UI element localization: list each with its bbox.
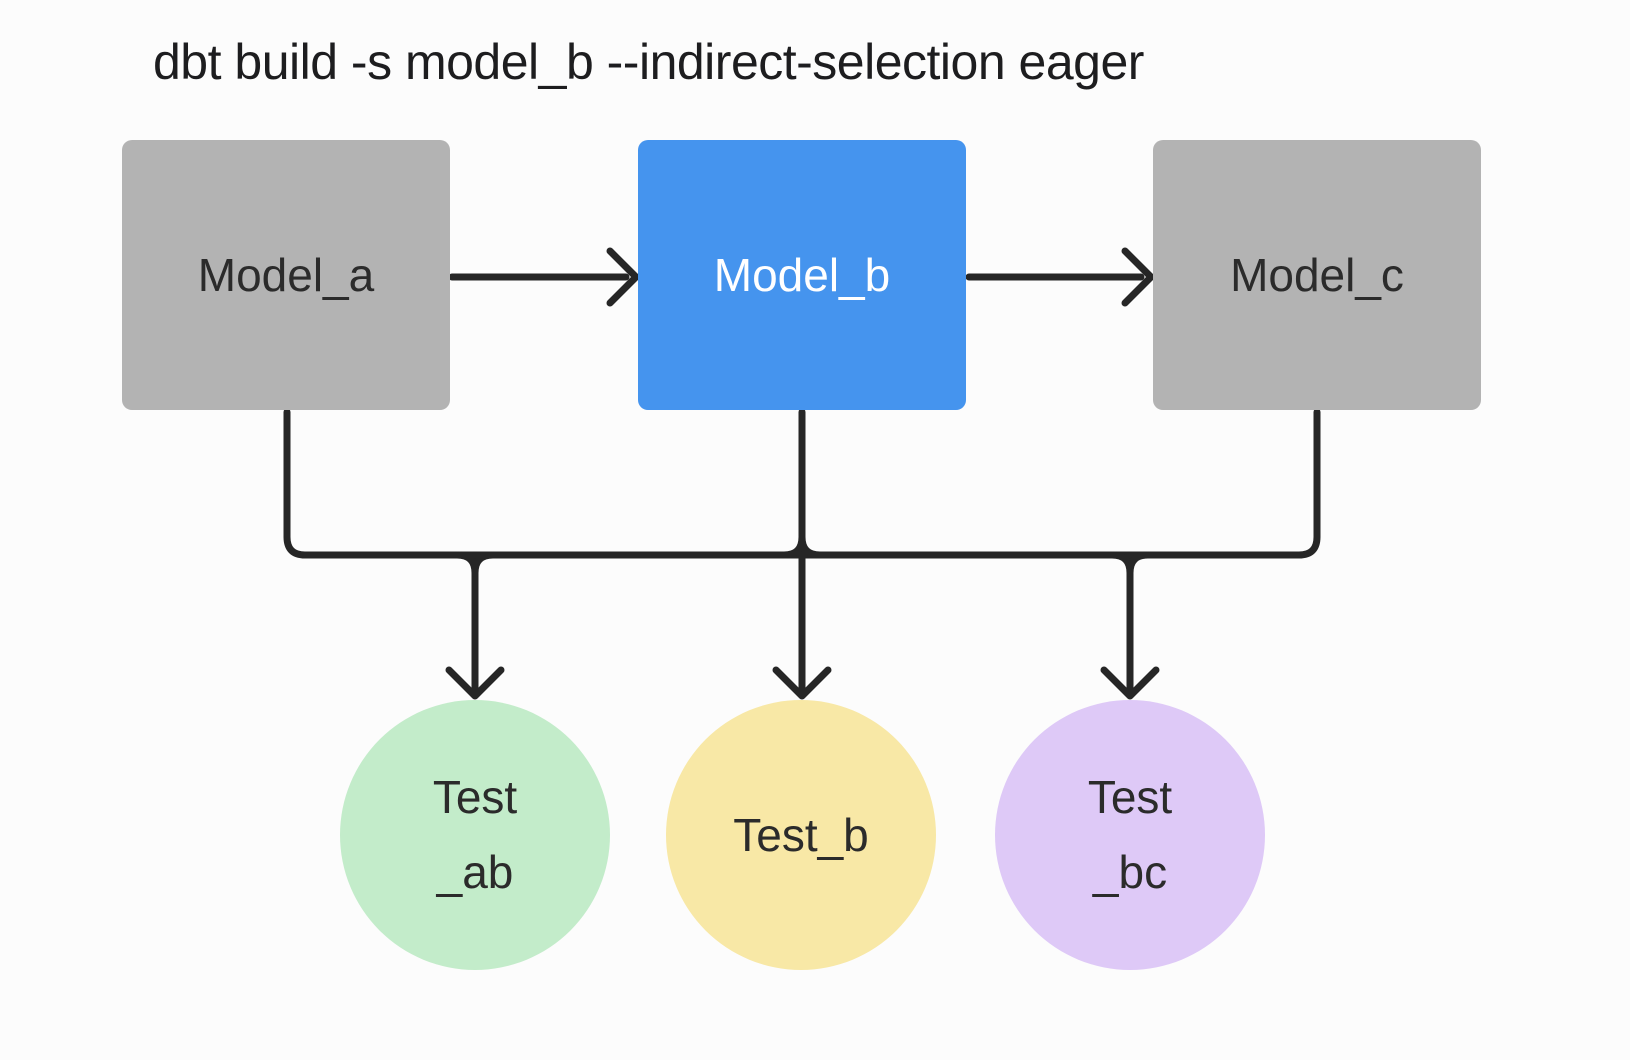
node-model-a: Model_a [122,140,450,410]
node-model-a-label: Model_a [197,248,375,301]
arrowhead-test-b [772,666,832,700]
bus-fillet-model-b-right [798,533,824,559]
node-test-ab-label-line1: Test [432,771,518,824]
bus-fillet-test-bc-right [1126,551,1152,577]
node-model-c-label: Model_c [1230,248,1404,301]
arrowhead-test-ab [445,666,505,700]
node-test-ab-label-line2: _ab [436,846,514,898]
node-test-bc: Test _bc [995,700,1265,970]
node-test-ab: Test _ab [340,700,610,970]
node-test-b: Test_b [666,700,936,970]
bus-fillet-test-ab-right [471,551,497,577]
arrowhead-test-bc [1100,666,1160,700]
arrowhead-model-c [1121,247,1155,307]
node-test-bc-label-line1: Test [1087,771,1173,824]
node-model-b-label: Model_b [713,248,891,301]
command-title: dbt build -s model_b --indirect-selectio… [153,34,1144,90]
arrowhead-model-b [606,247,640,307]
node-model-c: Model_c [1153,140,1481,410]
node-test-b-label: Test_b [733,808,869,861]
node-model-b: Model_b [638,140,966,410]
node-test-bc-label-line2: _bc [1092,846,1168,898]
